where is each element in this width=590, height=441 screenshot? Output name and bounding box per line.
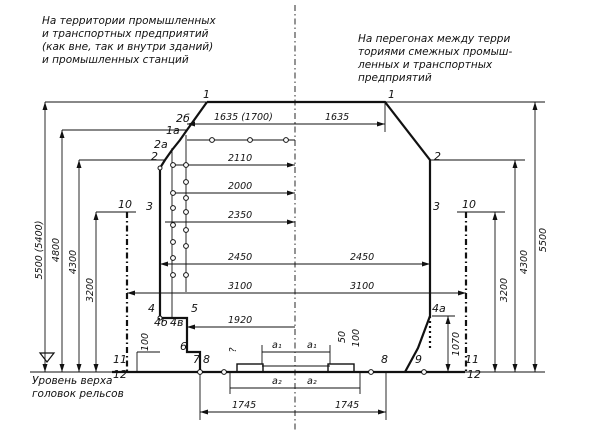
point-12-right: 12 <box>467 368 481 381</box>
svg-text:a₁: a₁ <box>307 340 317 351</box>
svg-text:3100: 3100 <box>350 281 374 292</box>
point-2a: 2а <box>154 138 168 151</box>
svg-text:5500: 5500 <box>538 228 549 252</box>
svg-text:a₁: a₁ <box>272 340 282 351</box>
right-contour <box>295 100 432 373</box>
svg-text:1635: 1635 <box>325 112 349 123</box>
svg-text:На перегонах между терри: На перегонах между терри <box>358 33 510 45</box>
point-8-right: 8 <box>381 353 388 366</box>
svg-text:Уровень верха: Уровень верха <box>32 375 113 387</box>
svg-text:1745: 1745 <box>335 400 359 411</box>
svg-text:100: 100 <box>140 333 151 351</box>
svg-text:4300: 4300 <box>519 250 530 274</box>
point-12-left: 12 <box>113 368 127 381</box>
height-dimensions <box>30 101 545 373</box>
point-5: 5 <box>191 302 198 315</box>
point-2-right: 2 <box>434 150 441 163</box>
height-arrows <box>42 102 538 372</box>
point-7: 7 <box>193 353 200 366</box>
svg-text:a₂: a₂ <box>307 376 317 387</box>
point-10-right: 10 <box>462 198 476 211</box>
svg-text:1920: 1920 <box>228 315 252 326</box>
point-11-left: 11 <box>113 353 127 366</box>
svg-text:50: 50 <box>337 331 348 343</box>
svg-text:4800: 4800 <box>51 238 62 262</box>
left-lower-contour <box>160 316 202 372</box>
svg-text:(как вне, так и внутри зданий): (как вне, так и внутри зданий) <box>42 41 213 53</box>
point-4: 4 <box>148 302 155 315</box>
point-6: 6 <box>180 340 187 353</box>
point-8-left: 8 <box>203 353 210 366</box>
svg-text:100: 100 <box>351 329 362 347</box>
point-1-left: 1 <box>203 88 210 101</box>
svg-text:3200: 3200 <box>499 278 510 302</box>
svg-text:3100: 3100 <box>228 281 252 292</box>
point-4a: 4а <box>432 302 446 315</box>
svg-text:a₂: a₂ <box>272 376 282 387</box>
point-2-left: 2 <box>151 150 158 163</box>
svg-text:2110: 2110 <box>228 153 252 164</box>
svg-text:2450: 2450 <box>228 252 252 263</box>
svg-text:1635 (1700): 1635 (1700) <box>214 112 273 123</box>
svg-text:2000: 2000 <box>228 181 252 192</box>
svg-text:4300: 4300 <box>68 250 79 274</box>
svg-text:предприятий: предприятий <box>358 72 432 84</box>
svg-text:?: ? <box>228 347 239 352</box>
svg-text:2350: 2350 <box>228 210 252 221</box>
svg-text:2450: 2450 <box>350 252 374 263</box>
width-arrows <box>127 121 466 415</box>
width-dimensions <box>127 102 466 420</box>
point-11-right: 11 <box>465 353 479 366</box>
rail-left <box>236 363 264 373</box>
point-1a: 1а <box>166 124 180 137</box>
point-3-right: 3 <box>433 200 440 213</box>
construction-dots <box>157 137 427 375</box>
svg-text:1745: 1745 <box>232 400 256 411</box>
point-3-left: 3 <box>146 200 153 213</box>
note-left: На территории промышленных и транспортны… <box>42 15 217 66</box>
svg-text:На территории промышленных: На территории промышленных <box>42 15 217 27</box>
svg-text:ториями смежных промыш-: ториями смежных промыш- <box>358 46 513 58</box>
point-2b: 2б <box>176 112 190 125</box>
rail-level-marker-icon <box>38 352 56 363</box>
svg-text:ленных и транспортных: ленных и транспортных <box>357 59 493 71</box>
svg-text:1070: 1070 <box>451 332 462 356</box>
svg-text:и промышленных станций: и промышленных станций <box>42 54 189 66</box>
svg-text:3200: 3200 <box>85 278 96 302</box>
note-rail-level: Уровень верха головок рельсов <box>32 375 124 400</box>
point-4b: 4б <box>154 316 168 329</box>
point-labels: 1 1 1а 2б 2а 2 2 3 3 10 10 4 4а 4б 4в 5 … <box>113 88 481 381</box>
point-1-right: 1 <box>388 88 395 101</box>
height-labels: 5500 (5400) 4800 4300 3200 5500 4300 320… <box>34 221 549 356</box>
rail-right <box>327 363 355 373</box>
svg-text:и транспортных предприятий: и транспортных предприятий <box>42 28 209 40</box>
point-10-left: 10 <box>118 198 132 211</box>
svg-text:головок рельсов: головок рельсов <box>32 388 124 400</box>
svg-text:5500 (5400): 5500 (5400) <box>34 221 45 280</box>
width-labels: 1635 (1700) 1635 2110 2000 2350 2450 245… <box>214 112 374 411</box>
point-4v: 4в <box>170 316 183 329</box>
point-9: 9 <box>415 353 422 366</box>
note-right: На перегонах между терри ториями смежных… <box>357 33 513 84</box>
